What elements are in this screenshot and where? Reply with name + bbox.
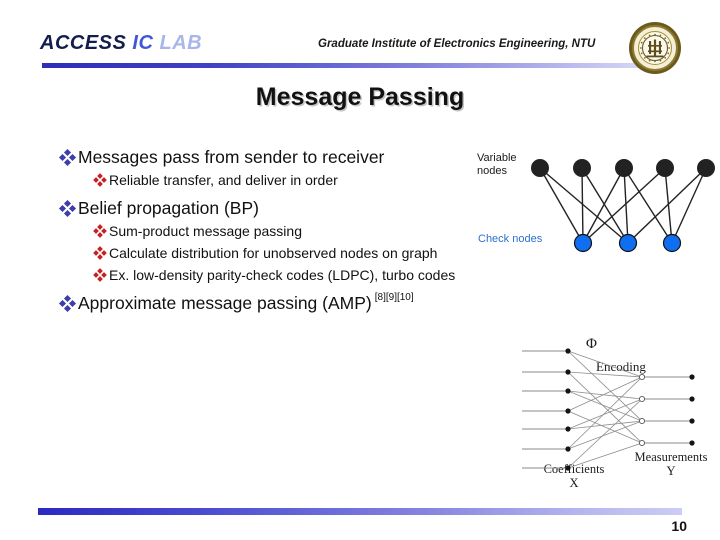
amp-edge [567, 398, 643, 430]
tanner-edge [539, 167, 584, 244]
amp-edge [567, 376, 643, 412]
variable-label-line1: Variable [477, 152, 517, 164]
amp-encoding-node [638, 395, 646, 403]
diamond-cluster-icon [92, 170, 109, 189]
check-node [618, 233, 638, 253]
bullet-item: Belief propagation (BP) [58, 197, 528, 219]
amp-measurement-node [689, 396, 695, 402]
logo-word-lab: LAB [159, 32, 203, 54]
variable-nodes-label: Variable nodes [477, 152, 517, 178]
seal-emblem-icon [640, 33, 670, 63]
amp-edge [567, 371, 643, 378]
bullet-item: Sum-product message passing [92, 221, 528, 241]
amp-measurement-node [689, 418, 695, 424]
check-node [573, 233, 593, 253]
header-divider-rule [42, 63, 640, 68]
coefficients-line2: X [569, 476, 579, 490]
amp-encoding-node [638, 417, 646, 425]
bullet-text: Belief propagation (BP) [78, 198, 259, 218]
amp-coefficient-node [565, 426, 571, 432]
bullet-text: Sum-product message passing [109, 223, 302, 239]
diamond-cluster-icon [92, 243, 109, 262]
tanner-edge [581, 167, 584, 244]
bullet-text: Calculate distribution for unobserved no… [109, 245, 438, 261]
diamond-cluster-icon [58, 292, 78, 314]
logo-word-access: ACCESS [40, 32, 127, 54]
variable-node [573, 159, 591, 177]
amp-edge [567, 371, 643, 444]
amp-encoding-node [638, 439, 646, 447]
tanner-edge [627, 167, 707, 244]
phi-symbol-label: Φ [586, 336, 597, 352]
amp-coefficient-node [565, 465, 571, 471]
tanner-edge [664, 167, 673, 244]
access-ic-lab-logo: ACCESS IC LAB [40, 32, 202, 55]
citation-references: [8][9][10] [374, 292, 414, 303]
logo-word-ic: IC [132, 32, 154, 54]
bullet-item: Calculate distribution for unobserved no… [92, 243, 528, 263]
amp-coefficient-node [565, 348, 571, 354]
amp-edge [567, 398, 643, 469]
amp-coefficient-node [565, 446, 571, 452]
diamond-cluster-icon [58, 146, 78, 168]
tanner-edge [671, 167, 707, 244]
measurements-line2: Y [666, 464, 676, 478]
coefficients-label: Coefficients X [526, 462, 622, 490]
bullet-text: Reliable transfer, and deliver in order [109, 172, 338, 188]
amp-measurement-node [689, 440, 695, 446]
amp-edge [567, 350, 643, 378]
measurements-line1: Measurements [634, 450, 708, 464]
amp-coefficient-node [565, 369, 571, 375]
amp-diagram-figure: Φ Encoding Measurements Y Coefficients X [512, 336, 720, 496]
bullet-list: Messages pass from sender to receiver Re… [58, 146, 528, 316]
amp-encoding-node [638, 373, 646, 381]
amp-edge [567, 410, 643, 444]
tanner-edge [582, 167, 625, 244]
bullet-item: Approximate message passing (AMP) [8][9]… [58, 292, 528, 314]
page-number: 10 [671, 518, 687, 534]
variable-node [697, 159, 715, 177]
variable-node [531, 159, 549, 177]
tanner-graph-figure: Variable nodes Check nodes [475, 148, 720, 260]
amp-edge [567, 420, 643, 450]
tanner-graph-svg [531, 159, 715, 253]
check-node [662, 233, 682, 253]
slide-title: Message Passing [255, 83, 465, 111]
amp-edge [567, 390, 643, 400]
bullet-item: Messages pass from sender to receiver [58, 146, 528, 168]
coefficients-line1: Coefficients [543, 462, 605, 476]
variable-node [656, 159, 674, 177]
variable-label-line2: nodes [477, 165, 507, 177]
institute-subtitle: Graduate Institute of Electronics Engine… [318, 38, 596, 50]
amp-edge [567, 376, 643, 450]
amp-edge [567, 350, 643, 422]
amp-edge [567, 420, 643, 430]
tanner-edge [581, 167, 629, 244]
amp-edge [567, 390, 643, 422]
bullet-text: Messages pass from sender to receiver [78, 147, 385, 167]
tanner-edge [623, 167, 673, 244]
diamond-cluster-icon [58, 197, 78, 219]
footer-divider-bar [38, 508, 682, 515]
tanner-edge [539, 167, 629, 244]
bullet-text: Approximate message passing (AMP) [78, 293, 372, 313]
bullet-item: Ex. low-density parity-check codes (LDPC… [92, 265, 528, 285]
diamond-cluster-icon [92, 265, 109, 284]
measurements-label: Measurements Y [622, 450, 720, 478]
amp-graph-svg [522, 348, 695, 471]
encoding-label: Encoding [596, 359, 646, 374]
ntu-seal-logo [629, 22, 681, 74]
check-nodes-label: Check nodes [478, 233, 543, 245]
diamond-cluster-icon [92, 221, 109, 240]
bullet-text: Ex. low-density parity-check codes (LDPC… [109, 267, 456, 283]
amp-edge [567, 442, 643, 469]
bullet-item: Reliable transfer, and deliver in order [92, 170, 528, 190]
variable-node [615, 159, 633, 177]
tanner-edge [582, 167, 666, 244]
slide-header: ACCESS IC LAB Graduate Institute of Elec… [0, 0, 720, 78]
tanner-edge [623, 167, 629, 244]
amp-coefficient-node [565, 388, 571, 394]
amp-measurement-node [689, 374, 695, 380]
amp-coefficient-node [565, 408, 571, 414]
